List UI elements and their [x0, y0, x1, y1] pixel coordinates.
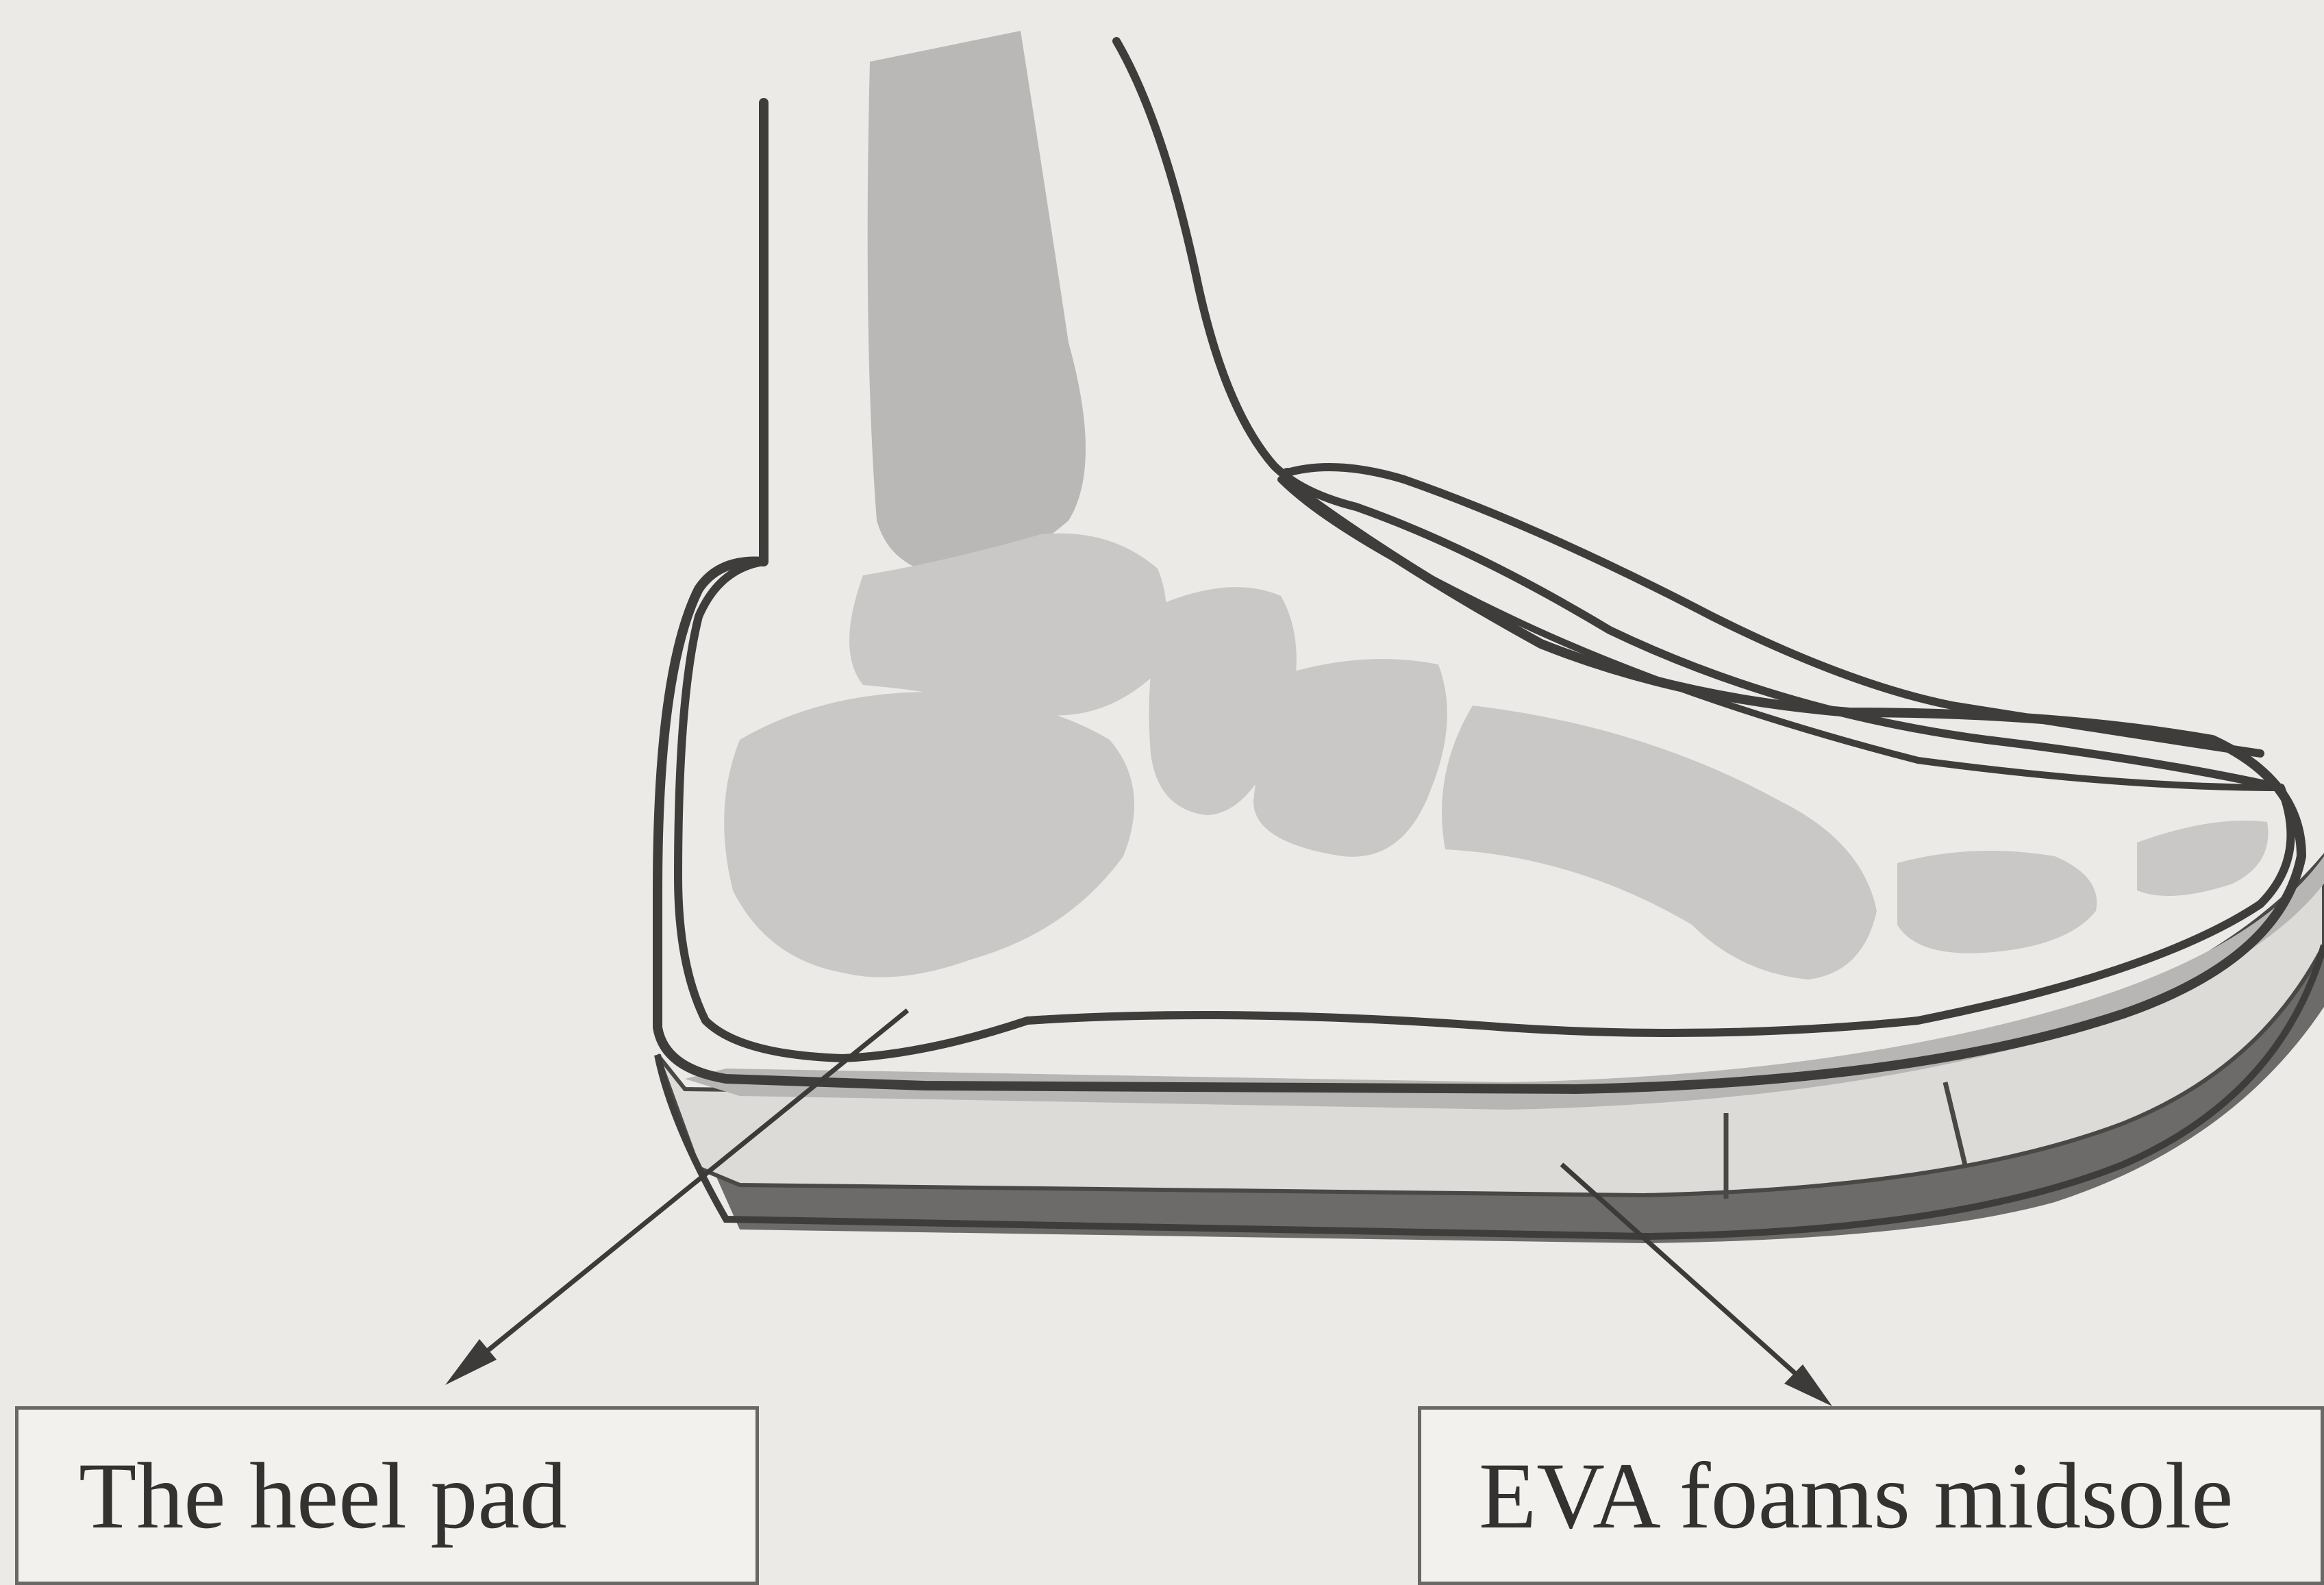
talus-bone: [849, 534, 1166, 716]
phalanx-bone-1: [1897, 851, 2097, 953]
calcaneus-bone: [724, 692, 1134, 977]
heel-pad-label-box: The heel pad: [15, 1406, 759, 1585]
eva-midsole-label-box: EVA foams midsole: [1418, 1406, 2324, 1585]
heel-pad-label: The heel pad: [79, 1441, 567, 1550]
heel-pad-arrowhead: [445, 1339, 497, 1385]
metatarsal-bone: [1442, 706, 1877, 979]
eva-midsole-label: EVA foams midsole: [1479, 1441, 2233, 1550]
phalanx-bone-2: [2137, 821, 2268, 896]
tibia-bone: [868, 31, 1086, 575]
